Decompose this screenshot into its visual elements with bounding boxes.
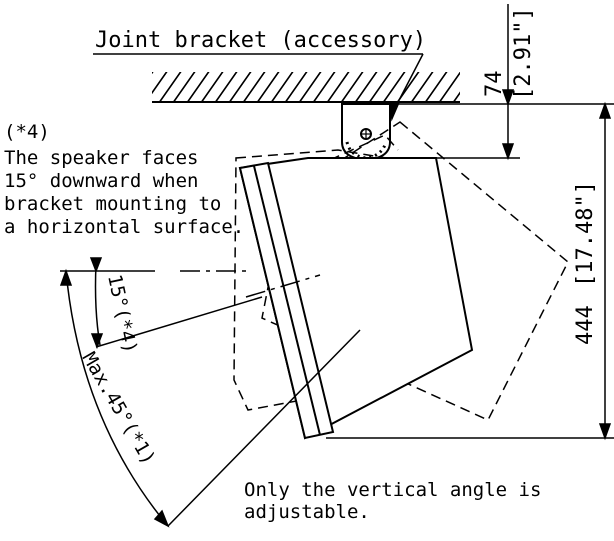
- note-line-4: a horizontal surface.: [4, 216, 244, 238]
- note-id: (*4): [4, 121, 50, 143]
- vertical-note-line-1: Only the vertical angle is: [244, 479, 541, 501]
- joint-bracket-leader: [93, 53, 424, 109]
- joint-bracket-label: Joint bracket (accessory): [95, 28, 426, 53]
- speaker-main: [238, 157, 474, 440]
- note-line-1: The speaker faces: [4, 147, 198, 169]
- note-line-3: bracket mounting to: [4, 193, 221, 215]
- angle-indicators: [59, 257, 361, 528]
- dim-bracket-height: [390, 4, 614, 161]
- dim-bracket-in: [2.91"]: [511, 7, 536, 100]
- ceiling-surface: [152, 72, 460, 103]
- dim-bracket-mm: 74: [482, 71, 507, 98]
- note-line-2: 15° downward when: [4, 170, 198, 192]
- angle-max-label: Max.45°(*1): [78, 349, 160, 469]
- mounting-note: (*4) The speaker faces 15° downward when…: [4, 121, 244, 238]
- vertical-note-line-2: adjustable.: [244, 501, 370, 523]
- dim-total-mm: 444: [573, 305, 598, 345]
- dim-total-in: [17.48"]: [573, 181, 598, 287]
- dim-total-height: [326, 101, 614, 441]
